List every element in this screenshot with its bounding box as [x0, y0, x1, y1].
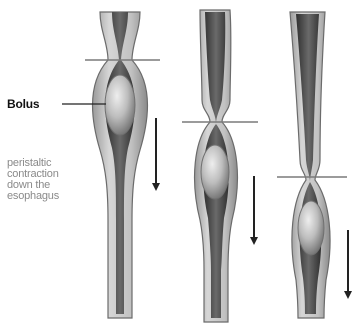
stage-2-bolus: [201, 145, 229, 199]
bolus-label: Bolus: [7, 97, 39, 111]
stage-1-motion-arrowhead: [152, 183, 160, 191]
stage-3-motion-arrowhead: [344, 291, 352, 299]
stage-1-bolus: [105, 75, 135, 135]
stage-3-bolus: [298, 201, 324, 255]
stage-2-motion-arrowhead: [250, 237, 258, 245]
stage-1-esophagus: [85, 12, 160, 318]
peristalsis-caption: peristaltic contraction down the esophag…: [7, 158, 59, 202]
stage-2-esophagus: [182, 10, 258, 322]
stage-3-esophagus: [277, 12, 352, 318]
peristalsis-caption-line: esophagus: [7, 191, 59, 202]
